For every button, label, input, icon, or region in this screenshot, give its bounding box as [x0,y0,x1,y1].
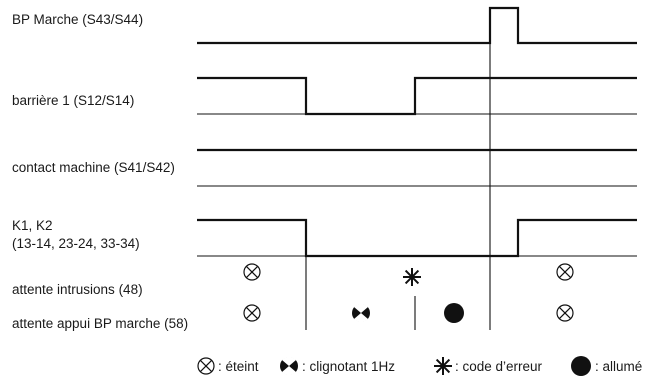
off-icon [243,263,261,281]
legend-on-text: : allumé [595,359,642,374]
off-icon [556,263,574,281]
wave-barriere-1 [197,76,637,116]
legend-on-icon [571,356,591,376]
wave-bp-marche [197,6,637,45]
blink-icon [352,303,370,323]
label-attente-intrusions: attente intrusions (48) [12,282,143,297]
label-k-contacts: (13-14, 23-24, 33-34) [12,236,140,251]
on-icon [444,303,464,323]
legend-error-icon [434,357,452,375]
label-attente-appui: attente appui BP marche (58) [12,316,188,331]
label-barriere-1: barrière 1 (S12/S14) [12,93,134,108]
legend-off-text: : éteint [218,359,259,374]
error-code-icon [403,268,421,286]
legend: : éteint : clignotant 1Hz : code d’erreu… [197,356,642,376]
label-contact-machine: contact machine (S41/S42) [12,160,175,175]
legend-blink-icon [280,356,298,376]
legend-blink-text: : clignotant 1Hz [302,359,395,374]
legend-error-text: : code d’erreur [455,359,543,374]
label-bp-marche: BP Marche (S43/S44) [12,12,143,27]
wave-k1-k2 [197,218,637,258]
label-k1-k2: K1, K2 [12,218,53,233]
off-icon [243,304,261,322]
off-icon [556,304,574,322]
legend-off-icon [197,357,215,375]
